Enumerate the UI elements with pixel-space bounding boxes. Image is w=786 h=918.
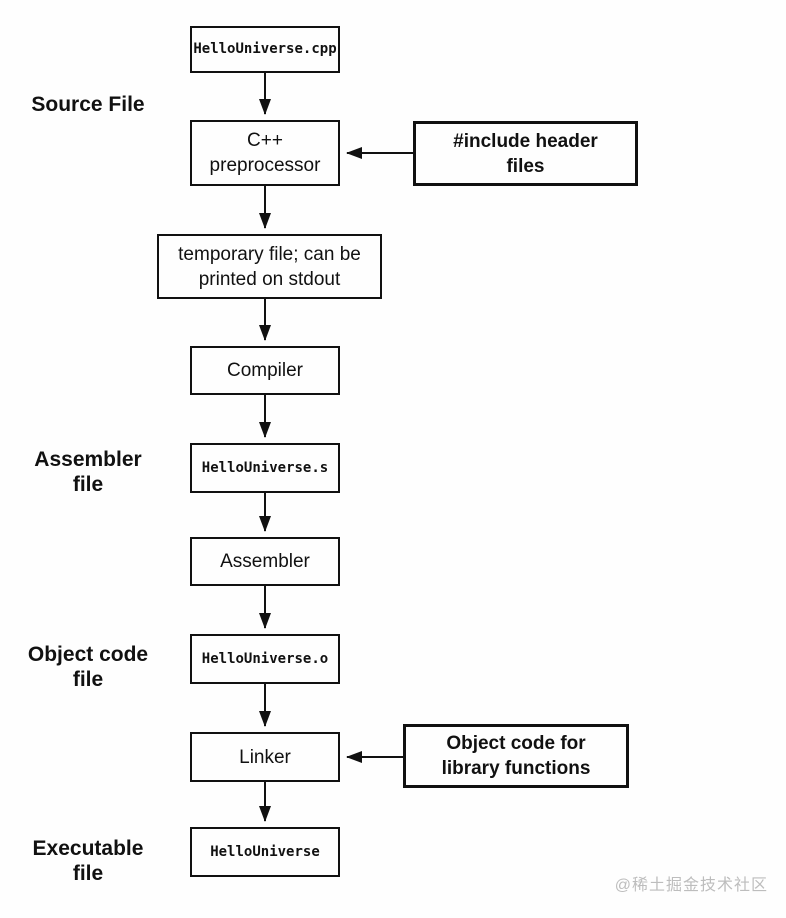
object-file-box: HelloUniverse.o (190, 634, 340, 684)
executable-box: HelloUniverse (190, 827, 340, 877)
assembler-box: Assembler (190, 537, 340, 586)
source-file-box: HelloUniverse.cpp (190, 26, 340, 73)
object-library-box: Object code for library functions (403, 724, 629, 788)
stage-label-executable-file: Executable file (32, 837, 144, 885)
stage-label-source-file: Source File (31, 93, 145, 116)
temp-file-box: temporary file; can be printed on stdout (157, 234, 382, 299)
include-headers-box: #include header files (413, 121, 638, 186)
assembler-file-box: HelloUniverse.s (190, 443, 340, 493)
compiler-box: Compiler (190, 346, 340, 395)
preprocessor-box: C++ preprocessor (190, 120, 340, 186)
stage-label-assembler-file: Assembler file (34, 448, 142, 496)
linker-box: Linker (190, 732, 340, 782)
watermark-text: @稀土掘金技术社区 (614, 877, 768, 894)
stage-label-object-code-file: Object code file (27, 643, 149, 691)
